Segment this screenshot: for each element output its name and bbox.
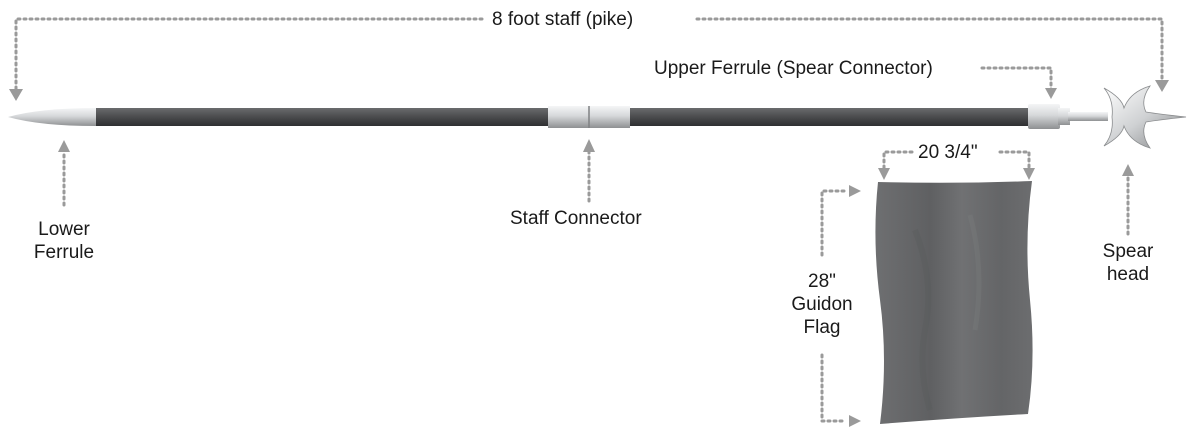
staff-connector-label: Staff Connector — [510, 208, 642, 229]
flag-height-line-top — [820, 189, 846, 260]
triangle-arrow-icon — [58, 140, 70, 152]
spear-head-label-line1: Spear — [1102, 241, 1154, 262]
flag-name-line2: Flag — [803, 317, 841, 338]
triangle-arrow-icon — [1045, 88, 1057, 99]
flag-width-line-left — [882, 150, 914, 174]
upper-ferrule — [1028, 104, 1060, 129]
triangle-arrow-icon — [849, 185, 861, 197]
flag-height-line-bottom — [820, 353, 846, 423]
lower-ferrule-label-line2: Ferrule — [33, 242, 95, 263]
spear-head — [1103, 85, 1187, 149]
flag-height-value: 28" — [808, 271, 836, 292]
staff-length-line-right — [695, 17, 1164, 82]
triangle-arrow-icon — [849, 415, 861, 427]
staff-length-label: 8 foot staff (pike) — [488, 8, 638, 31]
spear-head-label: Spear head — [1090, 240, 1166, 286]
flag-name-line1: Guidon — [791, 294, 853, 315]
triangle-arrow-icon — [583, 139, 595, 152]
guidon-flag — [875, 181, 1033, 424]
flag-height-label: 28" Guidon Flag — [780, 270, 864, 339]
upper-ferrule-label: Upper Ferrule (Spear Connector) — [654, 58, 933, 79]
triangle-arrow-icon — [878, 168, 890, 180]
lower-ferrule-label: Lower Ferrule — [22, 218, 106, 264]
lower-ferrule-label-line1: Lower — [38, 219, 90, 240]
triangle-arrow-icon — [1023, 168, 1035, 180]
spear-head-label-line2: head — [1106, 264, 1150, 285]
flag-width-label: 20 3/4" — [914, 141, 982, 164]
upper-ferrule-line — [980, 66, 1053, 94]
flag-width-line-right — [998, 150, 1031, 174]
triangle-arrow-icon — [9, 89, 23, 101]
triangle-arrow-icon — [1155, 80, 1169, 92]
staff-length-line-left — [14, 17, 486, 91]
lower-ferrule — [8, 108, 96, 126]
triangle-arrow-icon — [1122, 164, 1134, 176]
